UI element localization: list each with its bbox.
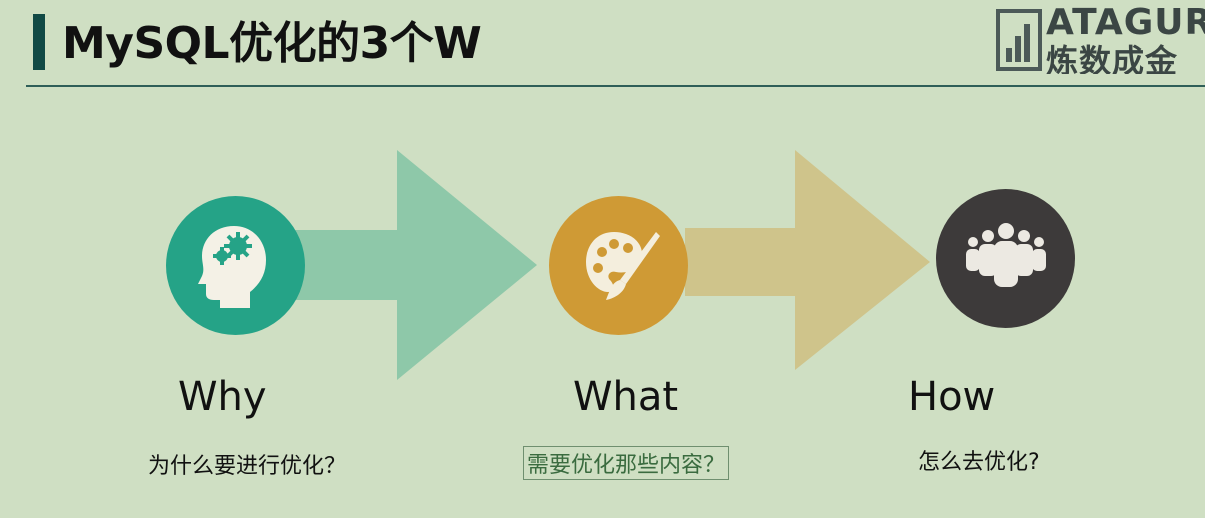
step-how-question: 怎么去优化?	[918, 450, 1040, 475]
step-why-question: 为什么要进行优化？	[148, 454, 347, 479]
title-divider	[26, 85, 1205, 87]
step-how-title: How	[908, 374, 996, 420]
step-what-title: What	[573, 374, 679, 420]
logo-text-bottom: 炼数成金	[1046, 42, 1179, 74]
brand-logo: ATAGURU 炼数成金	[996, 6, 1205, 74]
title-accent-bar	[33, 14, 45, 70]
step-why-title: Why	[178, 374, 267, 420]
arrow-why-to-what	[290, 150, 537, 380]
arrow-what-to-how	[685, 150, 930, 370]
logo-chart-icon	[996, 9, 1042, 71]
head-gears-icon	[198, 226, 266, 308]
page-title: MySQL优化的3个W	[62, 18, 482, 69]
logo-text-top: ATAGURU	[1046, 6, 1205, 43]
step-what-question: 需要优化那些内容？	[523, 446, 730, 480]
palette-brush-icon	[586, 232, 660, 300]
people-group-icon	[966, 223, 1046, 287]
